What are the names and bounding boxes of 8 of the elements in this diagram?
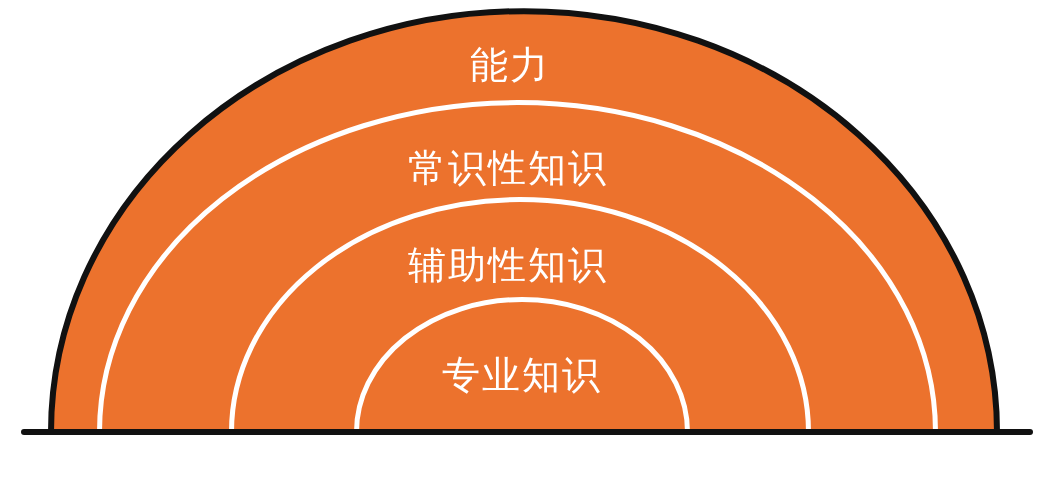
semicircle-layer (48, 8, 1000, 432)
layer-label: 辅助性知识 (408, 246, 608, 284)
semicircle-layer (229, 197, 811, 432)
layer-label: 常识性知识 (408, 149, 608, 187)
layer-label: 能力 (470, 46, 550, 84)
layer-label: 专业知识 (442, 356, 602, 394)
semicircle-layer (97, 100, 938, 432)
semicircle-layer (354, 297, 690, 432)
